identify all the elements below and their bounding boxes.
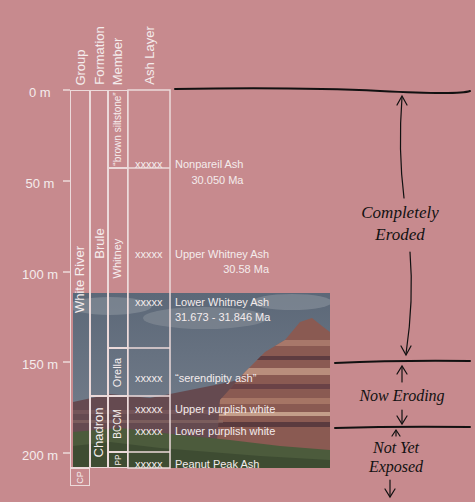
unit-name: PP <box>112 454 124 465</box>
ash-divider <box>128 395 170 397</box>
ash-marker: xxxxx <box>135 372 163 385</box>
ash-age: 31.673 - 31.846 Ma <box>175 311 270 324</box>
ash-marker: xxxxx <box>135 158 163 171</box>
ash-divider <box>128 451 170 453</box>
axis-label: 0 m <box>29 85 51 100</box>
surface-line <box>335 427 470 428</box>
unit-cell: PP <box>108 452 128 468</box>
ash-marker: xxxxx <box>135 403 163 416</box>
unit-name: Whitney <box>112 238 125 278</box>
unit-name: Brule <box>92 228 107 258</box>
ash-name-holder: Peanut Peak Ash <box>175 454 259 472</box>
ash-name-holder: Upper purplish white <box>175 399 275 417</box>
erosion-note: Now Eroding <box>340 386 464 406</box>
ash-marker-holder: xxxxx <box>135 399 163 417</box>
axis-label-holder: 100 m <box>22 265 58 283</box>
axis-ticks <box>63 90 70 453</box>
unit-name: White River <box>73 245 88 312</box>
column-heading: Formation <box>92 26 107 85</box>
unit-cell: White River <box>70 90 90 468</box>
ash-name: Peanut Peak Ash <box>175 458 259 471</box>
unit-cell: CP <box>70 468 90 486</box>
axis-label: 100 m <box>22 267 58 282</box>
ash-marker: xxxxx <box>135 296 163 309</box>
ash-name-holder: Nonpareil Ash <box>175 154 244 172</box>
unit-name: CP <box>74 471 85 484</box>
unit-name: “brown siltstone” <box>112 92 124 165</box>
surface-line <box>175 88 470 93</box>
ash-name-holder: “serendipity ash” <box>175 368 256 386</box>
ash-marker: xxxxx <box>135 458 163 471</box>
erosion-note: Not Yet Exposed <box>350 438 442 476</box>
ash-age-holder: 30.58 Ma <box>223 259 269 277</box>
axis-label: 50 m <box>26 176 55 191</box>
ash-name: Lower purplish white <box>175 425 275 438</box>
ash-name-holder: Lower purplish white <box>175 421 275 439</box>
ash-name: Nonpareil Ash <box>175 158 244 171</box>
ash-marker-holder: xxxxx <box>135 244 163 262</box>
ash-marker-holder: xxxxx <box>135 292 163 310</box>
ash-name: Lower Whitney Ash <box>175 296 269 309</box>
ash-column <box>128 90 170 468</box>
unit-cell: Whitney <box>108 168 128 348</box>
erosion-note-holder: Not Yet Exposed <box>350 438 442 476</box>
ash-age: 30.58 Ma <box>223 263 269 276</box>
column-heading: Member <box>111 37 126 85</box>
ash-marker: xxxxx <box>135 425 163 438</box>
unit-cell: “brown siltstone” <box>108 90 128 168</box>
unit-cell: Brule <box>90 90 108 396</box>
ash-age-holder: 31.673 - 31.846 Ma <box>175 307 270 325</box>
axis-label-holder: 150 m <box>22 355 58 373</box>
axis-label: 200 m <box>22 448 58 463</box>
erosion-note: Completely Eroded <box>345 202 455 246</box>
surface-line <box>335 361 470 363</box>
unit-name: Chadron <box>92 407 107 457</box>
ash-divider <box>128 347 170 349</box>
ash-marker-holder: xxxxx <box>135 421 163 439</box>
unit-name: BCCM <box>112 409 124 438</box>
ash-age: 30.050 Ma <box>192 174 244 187</box>
column-heading: Group <box>73 49 88 85</box>
ash-name: “serendipity ash” <box>175 372 256 385</box>
axis-label-holder: 200 m <box>22 446 58 464</box>
ash-marker-holder: xxxxx <box>135 454 163 472</box>
unit-cell: Chadron <box>90 396 108 468</box>
ash-name: Upper purplish white <box>175 403 275 416</box>
erosion-note-holder: Completely Eroded <box>345 202 455 246</box>
ash-marker-holder: xxxxx <box>135 154 163 172</box>
axis-label: 150 m <box>22 357 58 372</box>
erosion-note-holder: Now Eroding <box>340 386 464 406</box>
ash-name-holder: Lower Whitney Ash <box>175 292 269 310</box>
ash-marker: xxxxx <box>135 248 163 261</box>
ash-marker-holder: xxxxx <box>135 368 163 386</box>
axis-label-holder: 50 m <box>26 174 55 192</box>
ash-name: Upper Whitney Ash <box>175 248 269 261</box>
ash-name-holder: Upper Whitney Ash <box>175 244 269 262</box>
axis-label-holder: 0 m <box>29 83 51 101</box>
range-arrows <box>385 96 411 497</box>
unit-cell: BCCM <box>108 396 128 452</box>
unit-cell: Orella <box>108 348 128 396</box>
column-heading: Ash Layer <box>142 26 157 85</box>
unit-name: Orella <box>112 357 125 386</box>
ash-age-holder: 30.050 Ma <box>192 170 244 188</box>
